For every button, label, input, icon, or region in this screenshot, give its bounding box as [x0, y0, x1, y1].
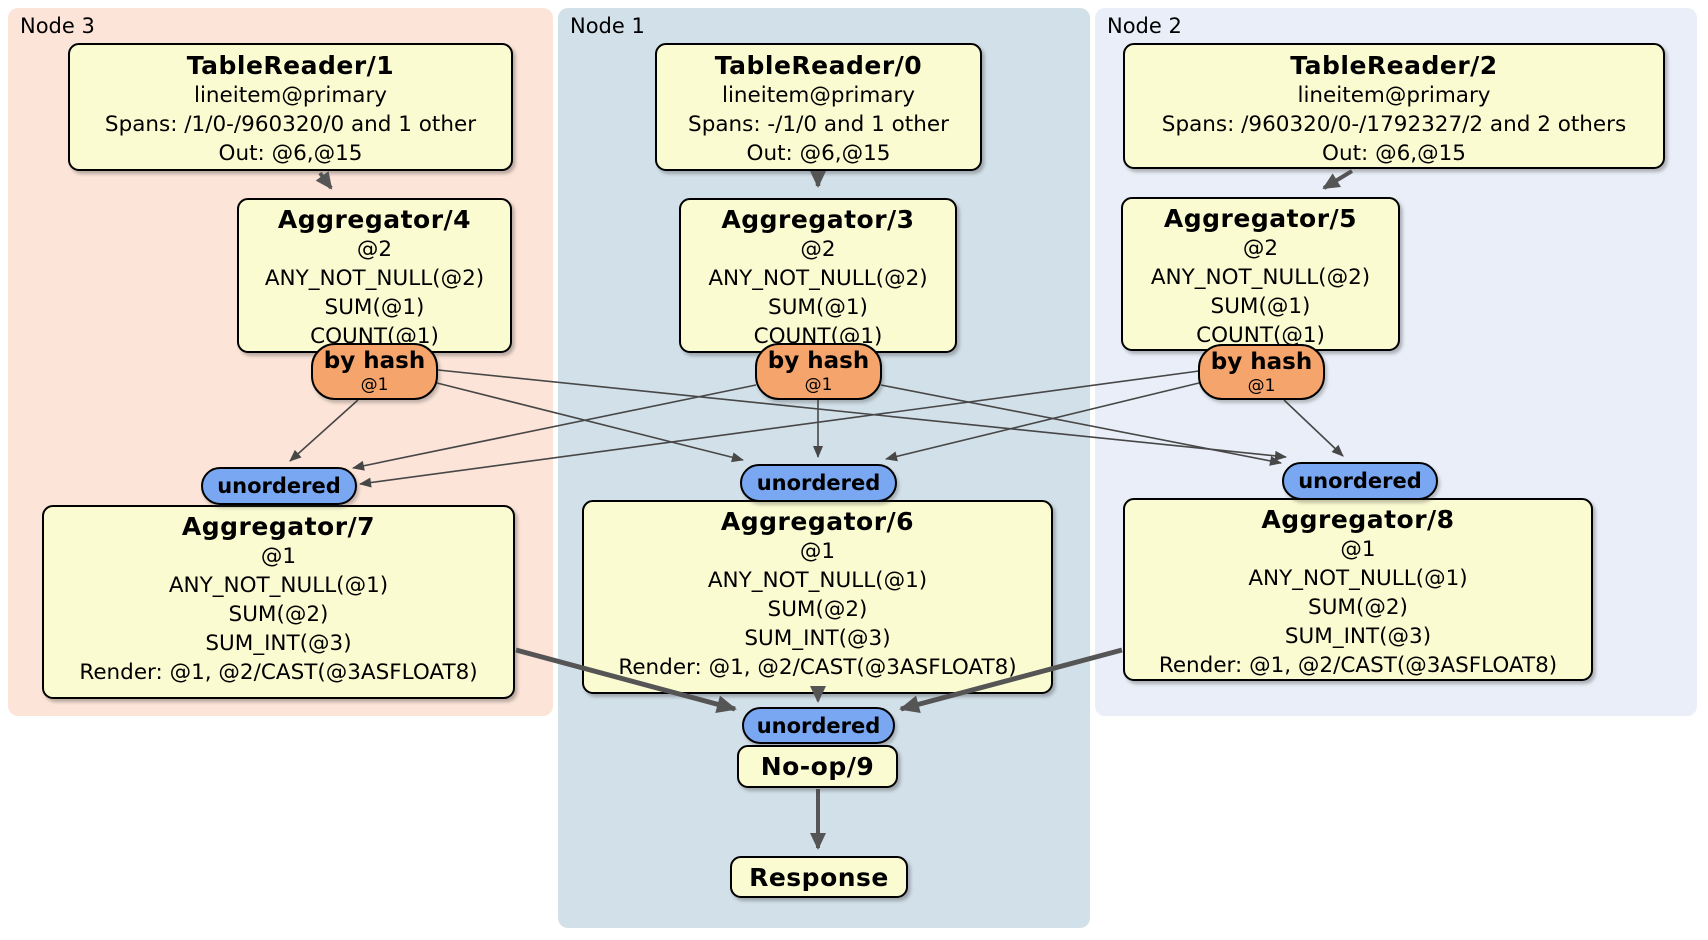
tablereader0-box: TableReader/0 lineitem@primary Spans: -/… [655, 43, 982, 171]
tablereader1-box: TableReader/1 lineitem@primary Spans: /1… [68, 43, 513, 171]
aggregator5-title: Aggregator/5 [1163, 204, 1358, 233]
aggregator6-fn1: ANY_NOT_NULL(@1) [707, 568, 928, 593]
aggregator3-fn2: SUM(@1) [768, 295, 868, 320]
aggregator8-title: Aggregator/8 [1261, 505, 1455, 534]
aggregator5-group: @2 [1242, 236, 1279, 261]
aggregator6-box: Aggregator/6 @1 ANY_NOT_NULL(@1) SUM(@2)… [582, 500, 1053, 694]
response-title: Response [749, 862, 889, 892]
unordered9-label: unordered [756, 713, 881, 738]
byhash4-label: by hash [323, 348, 426, 374]
unordered8-sync: unordered [1282, 462, 1438, 500]
aggregator8-render: Render: @1, @2/CAST(@3ASFLOAT8) [1158, 653, 1558, 678]
aggregator3-title: Aggregator/3 [721, 205, 915, 234]
aggregator7-fn2: SUM(@2) [228, 602, 329, 627]
aggregator4-title: Aggregator/4 [277, 205, 472, 234]
tablereader0-title: TableReader/0 [714, 51, 923, 80]
tablereader1-index: lineitem@primary [193, 83, 388, 108]
byhash3-key: @1 [804, 375, 833, 395]
unordered7-label: unordered [217, 474, 341, 498]
aggregator8-box: Aggregator/8 @1 ANY_NOT_NULL(@1) SUM(@2)… [1123, 498, 1593, 681]
noop9-title: No-op/9 [760, 752, 875, 781]
aggregator4-fn2: SUM(@1) [324, 295, 425, 320]
response-box: Response [730, 856, 908, 898]
aggregator4-group: @2 [356, 237, 393, 262]
aggregator5-fn2: SUM(@1) [1210, 294, 1311, 319]
tablereader1-out: Out: @6,@15 [218, 141, 363, 166]
aggregator7-box: Aggregator/7 @1 ANY_NOT_NULL(@1) SUM(@2)… [42, 505, 515, 699]
node3-label: Node 3 [20, 14, 95, 38]
byhash5-key: @1 [1247, 376, 1276, 396]
unordered6-label: unordered [756, 471, 881, 495]
aggregator6-render: Render: @1, @2/CAST(@3ASFLOAT8) [618, 655, 1017, 680]
tablereader2-out: Out: @6,@15 [1322, 141, 1466, 166]
aggregator5-box: Aggregator/5 @2 ANY_NOT_NULL(@2) SUM(@1)… [1121, 197, 1400, 351]
aggregator8-fn2: SUM(@2) [1308, 595, 1408, 620]
aggregator8-group: @1 [1340, 537, 1376, 562]
aggregator3-box: Aggregator/3 @2 ANY_NOT_NULL(@2) SUM(@1)… [679, 198, 957, 353]
aggregator4-box: Aggregator/4 @2 ANY_NOT_NULL(@2) SUM(@1)… [237, 198, 512, 353]
tablereader1-spans: Spans: /1/0-/960320/0 and 1 other [104, 112, 477, 137]
byhash4-router: by hash @1 [311, 343, 438, 400]
tablereader2-spans: Spans: /960320/0-/1792327/2 and 2 others [1161, 112, 1627, 137]
aggregator6-title: Aggregator/6 [720, 507, 915, 536]
node1-label: Node 1 [570, 14, 645, 38]
aggregator4-fn1: ANY_NOT_NULL(@2) [264, 266, 485, 291]
aggregator7-fn1: ANY_NOT_NULL(@1) [168, 573, 389, 598]
noop9-box: No-op/9 [737, 745, 898, 788]
tablereader1-title: TableReader/1 [186, 51, 395, 80]
aggregator7-title: Aggregator/7 [181, 512, 376, 541]
node2-label: Node 2 [1107, 14, 1182, 38]
aggregator6-fn2: SUM(@2) [767, 597, 868, 622]
byhash4-key: @1 [360, 375, 389, 395]
byhash3-router: by hash @1 [755, 343, 882, 400]
tablereader2-title: TableReader/2 [1290, 51, 1498, 80]
byhash5-router: by hash @1 [1198, 344, 1325, 400]
unordered7-sync: unordered [201, 467, 357, 505]
tablereader2-box: TableReader/2 lineitem@primary Spans: /9… [1123, 43, 1665, 169]
byhash3-label: by hash [767, 348, 870, 374]
byhash5-label: by hash [1210, 349, 1313, 375]
aggregator3-group: @2 [800, 237, 836, 262]
aggregator7-fn3: SUM_INT(@3) [205, 631, 352, 656]
aggregator7-render: Render: @1, @2/CAST(@3ASFLOAT8) [79, 660, 478, 685]
tablereader0-out: Out: @6,@15 [746, 141, 891, 166]
aggregator3-fn1: ANY_NOT_NULL(@2) [708, 266, 928, 291]
aggregator5-fn1: ANY_NOT_NULL(@2) [1150, 265, 1371, 290]
aggregator5-fn3: COUNT(@1) [1196, 323, 1325, 348]
aggregator6-group: @1 [799, 539, 836, 564]
tablereader2-index: lineitem@primary [1297, 83, 1491, 108]
aggregator8-fn1: ANY_NOT_NULL(@1) [1248, 566, 1468, 591]
unordered6-sync: unordered [740, 464, 897, 502]
tablereader0-spans: Spans: -/1/0 and 1 other [688, 112, 949, 137]
aggregator8-fn3: SUM_INT(@3) [1284, 624, 1432, 649]
unordered9-sync: unordered [742, 707, 895, 744]
tablereader0-index: lineitem@primary [721, 83, 916, 108]
aggregator6-fn3: SUM_INT(@3) [744, 626, 891, 651]
unordered8-label: unordered [1298, 469, 1422, 493]
aggregator7-group: @1 [260, 544, 297, 569]
